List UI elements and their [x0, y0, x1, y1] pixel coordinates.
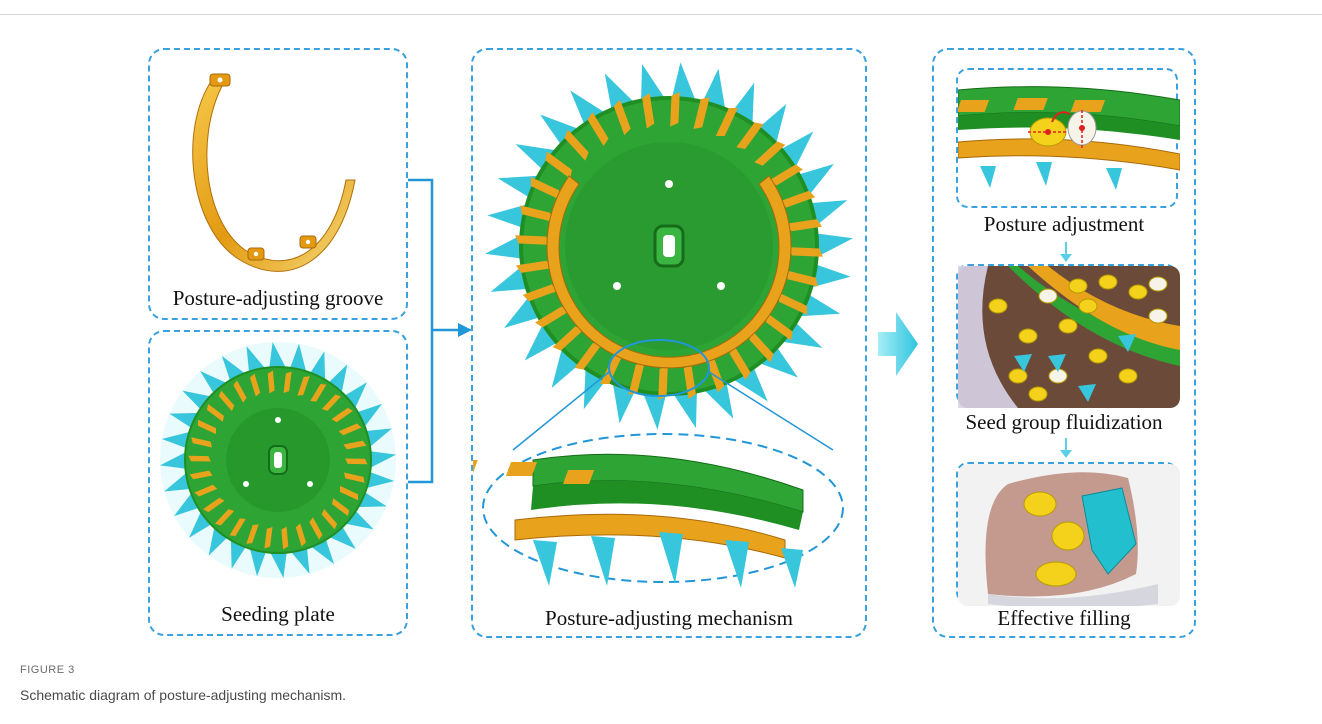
- panel-groove: Posture-adjusting groove: [148, 48, 408, 320]
- posture-adjustment-label: Posture adjustment: [934, 212, 1194, 237]
- filling-label: Effective filling: [934, 606, 1194, 631]
- seed: [1099, 275, 1117, 289]
- seed: [1089, 349, 1107, 363]
- mechanism-illustration: [473, 50, 869, 640]
- subpanel-fluidization: [956, 264, 1178, 406]
- panel-seeding-plate: Seeding plate: [148, 330, 408, 636]
- plate-slot: [658, 366, 668, 400]
- seed: [1149, 277, 1167, 291]
- posture-adjustment-illustration: [958, 70, 1180, 210]
- seed: [1119, 369, 1137, 383]
- seed: [1039, 289, 1057, 303]
- panel-results: Posture adjustment Seed group fluidizati…: [932, 48, 1196, 638]
- filling-illustration: [958, 464, 1180, 606]
- seed: [1059, 319, 1077, 333]
- figure-caption: Schematic diagram of posture-adjusting m…: [20, 687, 346, 703]
- groove-label: Posture-adjusting groove: [150, 286, 406, 311]
- plate-slot: [345, 458, 367, 464]
- seed: [1079, 299, 1097, 313]
- plate-slot: [189, 456, 211, 462]
- seed: [1129, 285, 1147, 299]
- seed: [1069, 279, 1087, 293]
- panel-mechanism: Posture-adjusting mechanism: [471, 48, 867, 638]
- groove-ring-illustration: [150, 50, 410, 322]
- seed: [1149, 309, 1167, 323]
- top-rule: [0, 14, 1322, 15]
- subpanel-filling: [956, 462, 1178, 604]
- figure-number: FIGURE 3: [20, 664, 75, 676]
- seed: [1019, 329, 1037, 343]
- plate-slot: [515, 235, 549, 245]
- seed: [989, 299, 1007, 313]
- plate-slot: [789, 247, 823, 257]
- fluidization-illustration: [958, 266, 1180, 408]
- mechanism-label: Posture-adjusting mechanism: [473, 606, 865, 631]
- plate-slot: [670, 92, 680, 126]
- seeding-plate-label: Seeding plate: [150, 602, 406, 627]
- seeding-plate-illustration: [150, 332, 410, 638]
- fluidization-label: Seed group fluidization: [934, 410, 1194, 435]
- subpanel-posture-adjustment: [956, 68, 1178, 208]
- seed: [1029, 387, 1047, 401]
